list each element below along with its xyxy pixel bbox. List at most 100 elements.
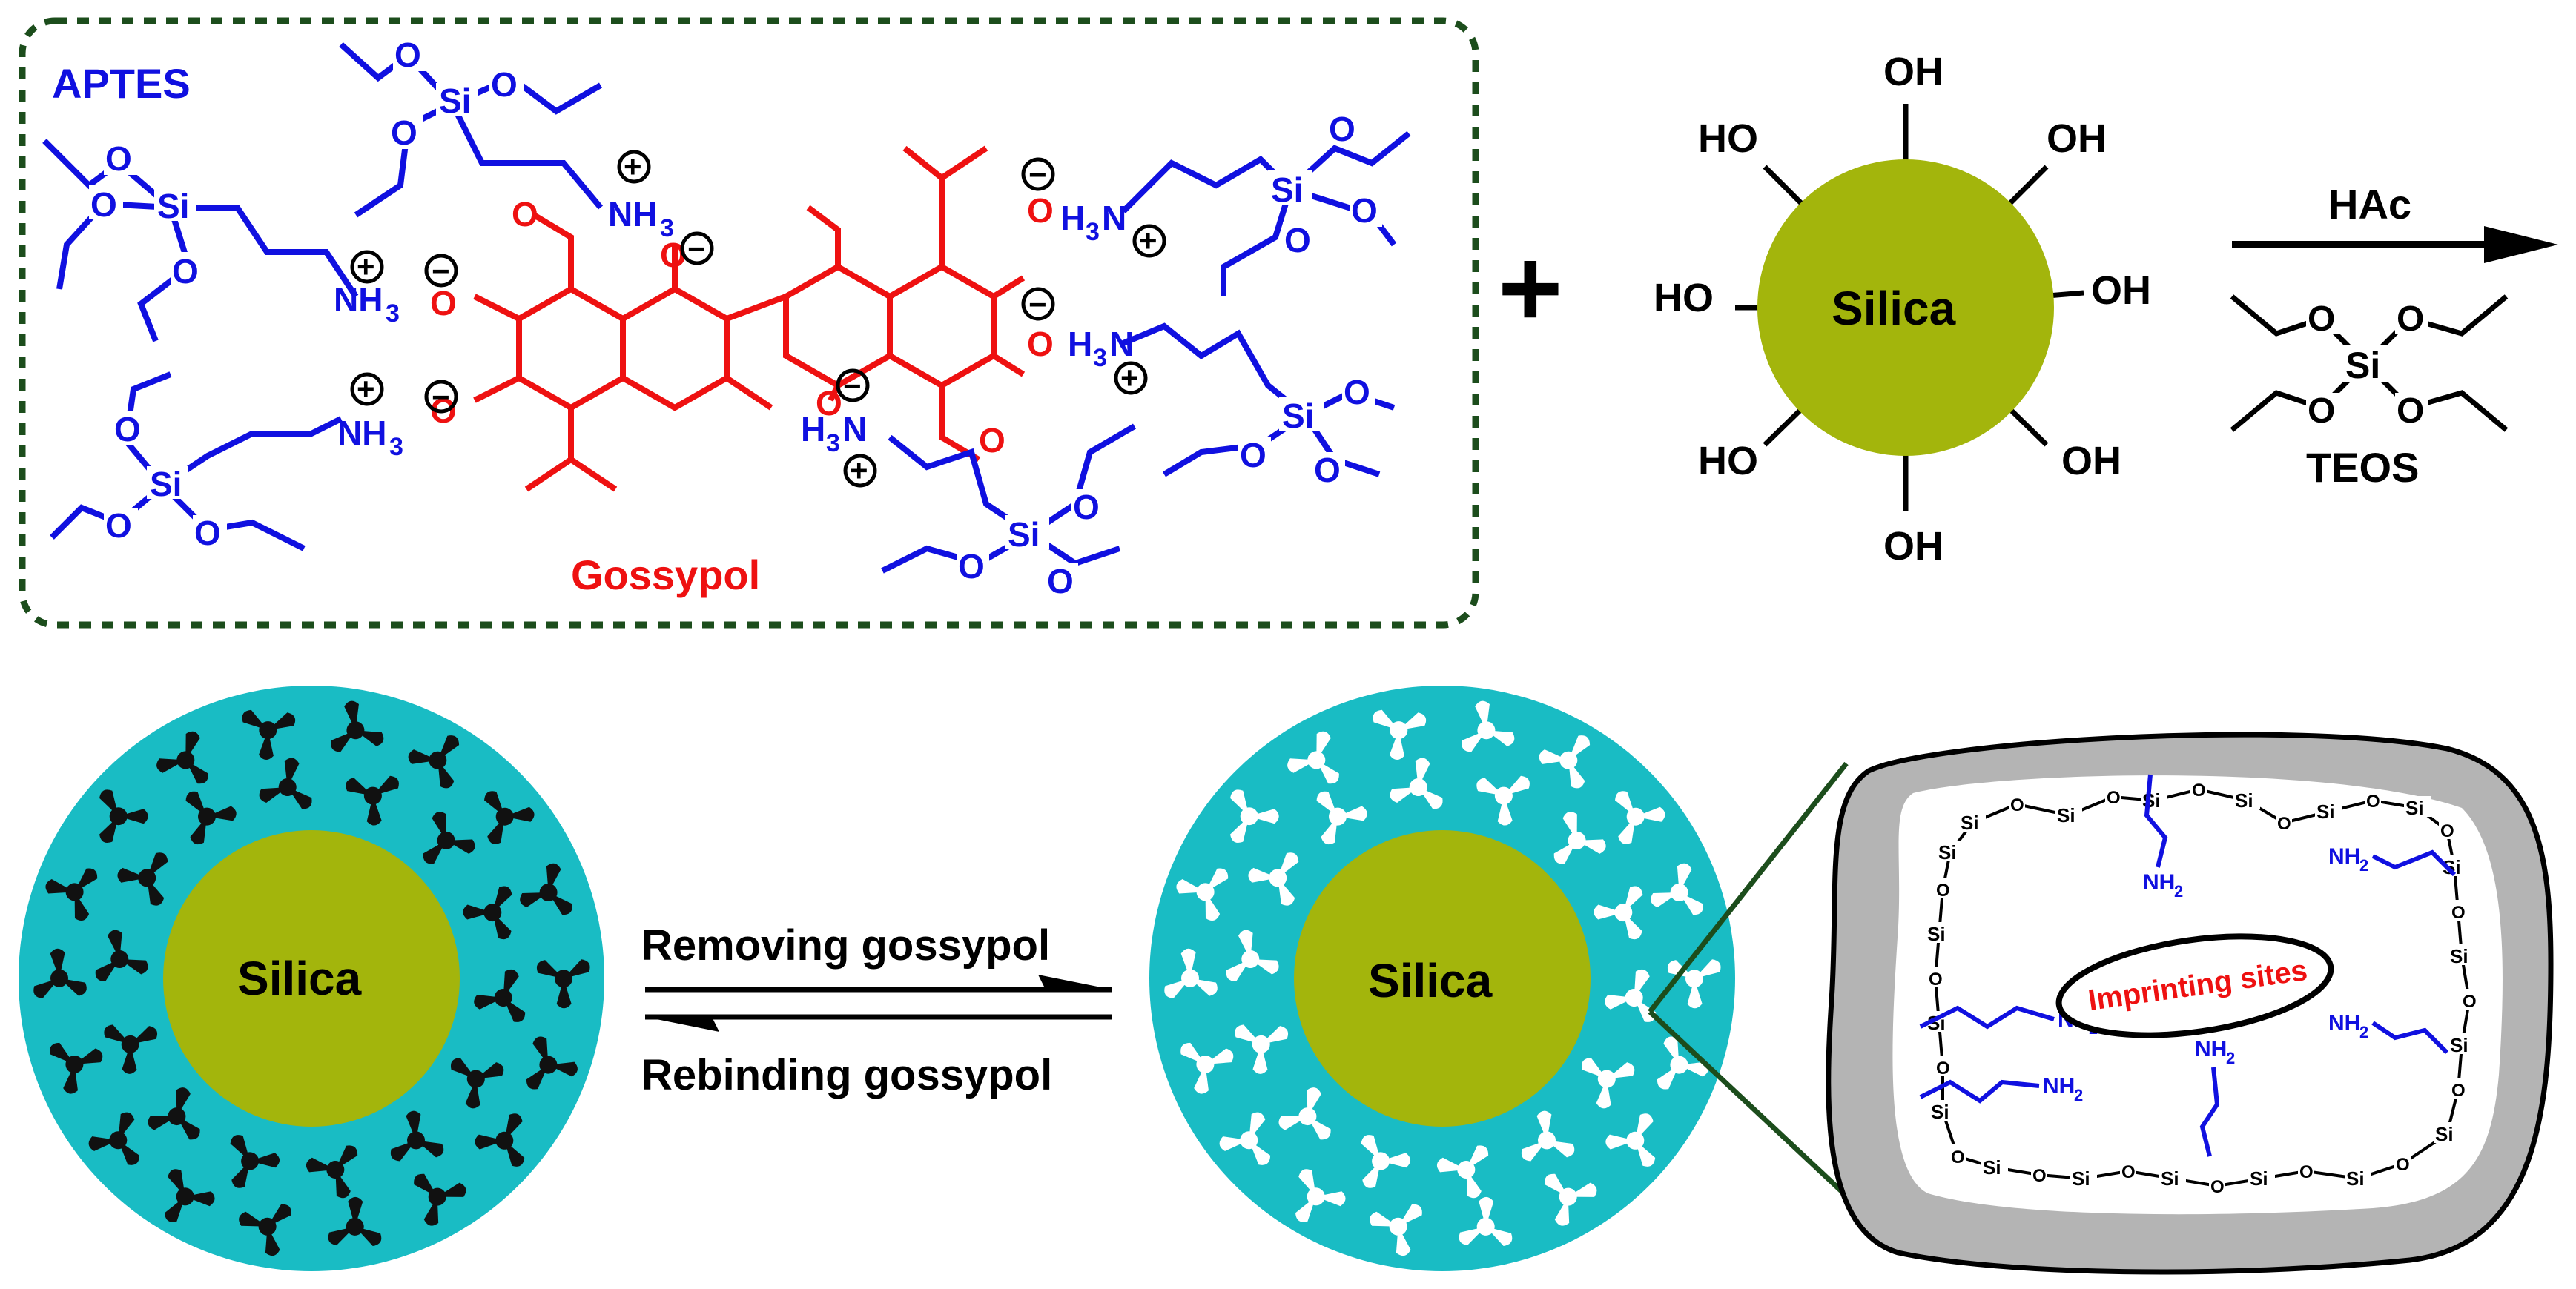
amine-chains [1919,774,2457,1157]
imprinted-cavity [1651,863,1703,915]
imprinted-cavity [1390,758,1443,809]
imprinted-cavity [1361,1135,1411,1188]
o-atom: O [2299,1162,2314,1182]
imprinted-cavity [1657,1036,1708,1090]
svg-text:Si: Si [150,465,182,503]
svg-text:O: O [512,195,538,233]
svg-text:N: N [1109,325,1134,363]
imprinted-cavity [1248,852,1299,906]
o-atom: O [2121,1162,2136,1182]
o-atom: O [2192,781,2206,801]
imprinted-cavity [1316,791,1367,845]
svg-text:H: H [1068,325,1092,363]
svg-text:O: O [114,410,141,448]
si-atom: Si [1961,812,1979,834]
svg-text:Si: Si [439,82,471,120]
gossypol-label: Gossypol [571,551,760,598]
gossypol-template [414,1173,466,1226]
reaction-arrow: HAc [2232,181,2558,263]
svg-text:O: O [1027,325,1054,363]
svg-text:O: O [105,506,132,545]
imprinted-cavity [1476,775,1530,826]
si-atom: Si [2250,1167,2268,1190]
svg-text:Si: Si [1271,170,1303,209]
svg-text:3: 3 [1086,218,1100,246]
svg-text:NH: NH [337,414,386,452]
gossypol-template [328,1196,382,1246]
imprinted-cavity [1459,1196,1513,1246]
o-atom: O [2277,814,2291,834]
svg-text:N: N [1102,199,1126,237]
silica-label: Silica [1368,954,1493,1007]
gossypol-template [536,959,590,1009]
si-atom: Si [1927,923,1946,945]
aptes-molecule-3: Si O O O [50,371,343,552]
si-atom: Si [1931,1101,1949,1123]
forward-label: Removing gossypol [641,921,1050,970]
svg-text:3: 3 [389,433,403,461]
gossypol-template [88,1112,140,1165]
gossypol-template [463,886,512,940]
svg-text:3: 3 [1093,344,1107,372]
imprinted-cavity [1436,1145,1489,1199]
svg-text:2: 2 [2174,882,2183,901]
o-atom: O [2107,788,2121,808]
gossypol-atoms: O O O O O O O O [430,191,1054,460]
nh3-group-3: NH 3 + [337,371,403,461]
imprinted-cavity [1582,1058,1635,1109]
si-atom: Si [2316,801,2335,823]
gossypol-template [306,1145,358,1199]
catalyst-label: HAc [2328,181,2411,228]
gossypol-template [423,812,475,864]
gossypol-template [165,1169,215,1222]
imprinted-cavity [1219,1112,1271,1165]
si-atom: Si [2435,1123,2454,1145]
imprinted-cavity [1278,1087,1331,1140]
svg-text:2: 2 [2074,1086,2083,1104]
aptes-molecule-2: Si O O O [339,36,604,218]
zoom-line [1648,761,1849,1014]
svg-text:O: O [491,65,518,104]
svg-text:−: − [1028,287,1047,322]
phenolate-charges: − − − − − − [424,157,1055,414]
o-atom: O [1936,1058,1950,1078]
o-atom: O [2210,1177,2225,1197]
nh3-group-1: NH 3 + [334,249,400,328]
gossypol-template [451,1058,504,1109]
o-label: O [105,139,132,178]
teos-molecule: Si O O O O TEOS [2230,294,2509,491]
teos-label: TEOS [2306,444,2419,491]
gossypol-template [520,863,572,915]
svg-text:−: − [432,254,450,288]
oh-lower-right: OH [2061,439,2121,483]
si-atom: Si [2161,1167,2179,1190]
oh-bottom: OH [1883,524,1943,569]
si-atom: Si [2405,797,2424,819]
svg-text:NH: NH [334,280,383,319]
imprinted-cavity [1545,1173,1597,1226]
imprinted-cavity [1180,1042,1234,1094]
h3n-group-3: H 3 N + [801,410,877,488]
si-atom: Si [2072,1167,2090,1190]
h3n-group-1: H 3 N + [1060,199,1166,258]
imprinted-cavity [1370,1204,1422,1256]
equilibrium-arrows: Removing gossypol Rebinding gossypol [641,921,1112,1099]
svg-text:O: O [979,421,1005,460]
gossypol-template [331,700,384,752]
o-label: O [90,185,117,224]
svg-text:O: O [2397,299,2424,339]
svg-text:−: − [1028,157,1047,192]
svg-text:+: + [850,453,868,488]
oh-left: HO [1654,276,1714,320]
o-atom: O [2451,1081,2466,1101]
svg-text:O: O [391,113,417,152]
imprinted-cavity [1226,930,1279,981]
imprinted-cavity [1176,868,1229,921]
svg-text:+: + [357,371,375,406]
o-atom: O [2440,821,2454,841]
o-atom: O [2396,1155,2410,1175]
gossypol-template [259,758,312,809]
